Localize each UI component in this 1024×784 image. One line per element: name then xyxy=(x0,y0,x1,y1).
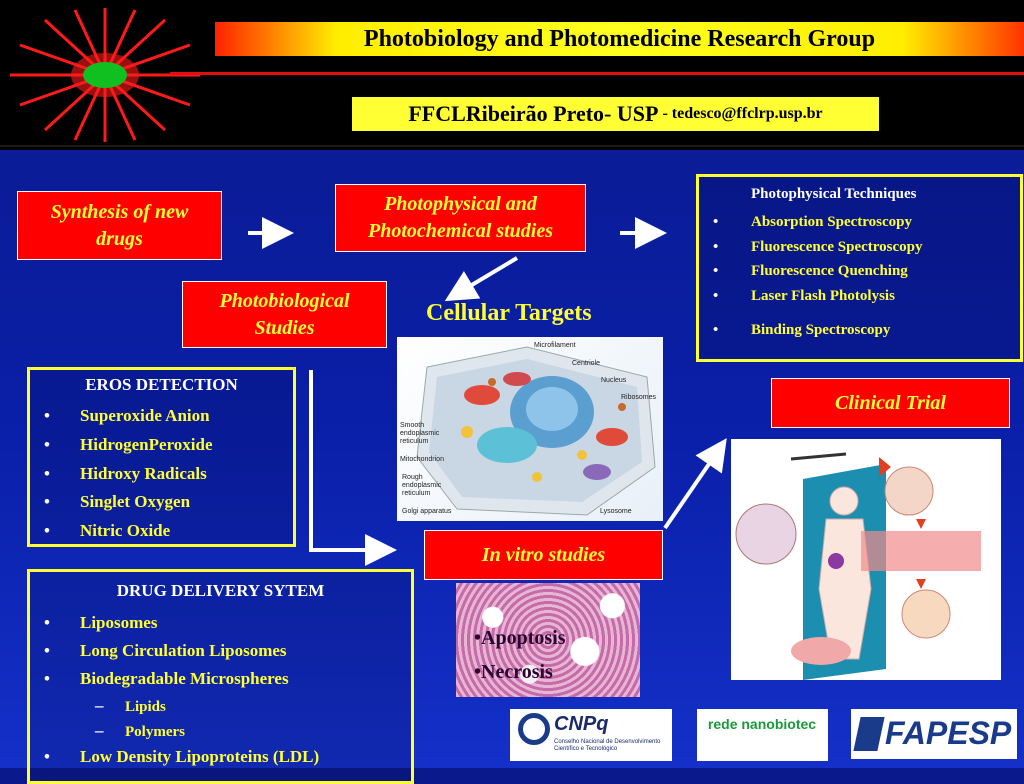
techniques-title: Photophysical Techniques xyxy=(751,186,917,202)
clinical-trial-illustration xyxy=(735,452,981,680)
cellular-targets-heading: Cellular Targets xyxy=(426,300,592,326)
header-line-top xyxy=(170,72,1024,75)
arrow-invitro-to-clinical xyxy=(663,438,727,530)
cnpq-logo-mark xyxy=(518,713,550,745)
drug-delivery-sub-label: Lipids xyxy=(125,699,166,715)
eros-label: Singlet Oxygen xyxy=(80,492,191,512)
technique-label: Fluorescence Spectroscopy xyxy=(751,238,923,255)
starburst-logo-icon xyxy=(10,8,200,142)
label-ribosomes: Ribosomes xyxy=(621,394,657,401)
bullet-icon: – xyxy=(95,696,104,715)
drug-delivery-sub-item: – Polymers xyxy=(30,718,411,743)
bullet-icon: – xyxy=(95,721,104,740)
eros-label: Nitric Oxide xyxy=(80,521,171,541)
technique-label: Fluorescence Quenching xyxy=(751,263,908,279)
technique-label: Binding Spectroscopy xyxy=(751,322,891,338)
eros-list: • Superoxide Anion • HidrogenPeroxide • Hidro… xyxy=(30,402,293,546)
drug-delivery-sub-label: Polymers xyxy=(125,724,185,740)
synthesis-box: Synthesis of new drugs xyxy=(17,191,222,260)
technique-item: • Fluorescence Quenching xyxy=(699,259,1019,284)
eros-label: Hidroxy Radicals xyxy=(80,463,207,483)
technique-item: • Laser Flash Photolysis xyxy=(699,284,1019,309)
techniques-list: • Absorption Spectroscopy • Fluorescence Sp… xyxy=(699,210,1019,343)
bullet-icon: • xyxy=(44,406,50,425)
bullet-icon: • xyxy=(44,641,50,660)
histology-image: •Apoptosis •Necrosis xyxy=(456,583,640,697)
eros-label: Superoxide Anion xyxy=(80,406,210,425)
cnpq-logo-text: CNPq xyxy=(554,713,609,735)
bullet-icon: • xyxy=(713,214,719,230)
technique-item: • Binding Spectroscopy xyxy=(699,318,1019,343)
label-microfilament: Microfilament xyxy=(534,342,576,349)
bullet-icon: • xyxy=(713,287,719,304)
eros-item: • Superoxide Anion xyxy=(30,402,293,431)
drug-delivery-label: Long Circulation Liposomes xyxy=(80,641,287,660)
bullet-icon: • xyxy=(44,521,50,541)
eros-item: • Hidroxy Radicals xyxy=(30,460,293,489)
label-mitochondrion: Mitochondrion xyxy=(400,456,444,463)
fapesp-logo-mark xyxy=(853,717,885,751)
arrow-photophysical-to-cell xyxy=(444,256,519,302)
cell-diagram: Microfilament Centriole Nucleus Ribosome… xyxy=(397,337,663,521)
technique-label: Absorption Spectroscopy xyxy=(751,214,912,230)
eros-panel: EROS DETECTION • Superoxide Anion • Hidroge… xyxy=(27,367,296,547)
drug-delivery-item: • Biodegradable Microspheres xyxy=(30,665,411,693)
label-centriole: Centriole xyxy=(572,360,601,367)
clinical-trial-box: Clinical Trial xyxy=(771,378,1010,428)
technique-item: • Absorption Spectroscopy xyxy=(699,210,1019,235)
drug-delivery-item: • Long Circulation Liposomes xyxy=(30,637,411,665)
eros-item: • HidrogenPeroxide xyxy=(30,431,293,460)
necrosis-label: •Necrosis xyxy=(474,661,553,683)
institution-name: FFCLRibeirão Preto- USP xyxy=(408,101,659,126)
label-rough-er: Rough endoplasmic reticulum xyxy=(402,474,442,497)
photophysical-box: Photophysical and Photochemical studies xyxy=(335,184,586,252)
histology-labels: •Apoptosis •Necrosis xyxy=(474,621,565,689)
technique-label: Laser Flash Photolysis xyxy=(751,287,895,304)
photobiological-box: Photobiological Studies xyxy=(182,281,387,348)
rede-nanobiotec-text: rede nanobiotec xyxy=(707,716,817,732)
clinical-illustration xyxy=(731,439,1001,680)
arrow-photobiological-to-invitro xyxy=(309,370,397,566)
contact-email: - tedesco@ffclrp.usp.br xyxy=(662,105,823,122)
label-smooth-er: Smooth endoplasmic reticulum xyxy=(400,422,440,445)
bullet-icon: • xyxy=(713,263,719,279)
institution-banner: FFCLRibeirão Preto- USP - tedesco@ffclrp… xyxy=(352,97,879,131)
bullet-icon: • xyxy=(44,747,50,766)
label-nucleus: Nucleus xyxy=(601,377,627,384)
drug-delivery-list: • Liposomes • Long Circulation Liposomes • Bi… xyxy=(30,609,411,771)
fapesp-logo-text: FAPESP xyxy=(885,715,1012,751)
technique-item: • Fluorescence Spectroscopy xyxy=(699,235,1019,260)
eros-item: • Singlet Oxygen xyxy=(30,488,293,517)
bullet-icon: • xyxy=(713,322,719,338)
drug-delivery-label: Low Density Lipoproteins (LDL) xyxy=(80,747,320,766)
rede-nanobiotec-logo: rede nanobiotec xyxy=(697,709,828,761)
drug-delivery-label: Liposomes xyxy=(80,613,158,632)
cnpq-logo-subtitle: Conselho Nacional de Desenvolvimento Cie… xyxy=(554,739,661,752)
bullet-icon: • xyxy=(44,434,50,454)
label-lysosome: Lysosome xyxy=(600,508,632,515)
bullet-icon: • xyxy=(44,463,50,483)
page-title: Photobiology and Photomedicine Research … xyxy=(215,22,1024,56)
drug-delivery-title: DRUG DELIVERY SYTEM xyxy=(116,581,325,600)
drug-delivery-label: Biodegradable Microspheres xyxy=(80,669,289,688)
fapesp-logo: FAPESP xyxy=(851,709,1017,759)
in-vitro-box: In vitro studies xyxy=(424,530,663,580)
techniques-panel: Photophysical Techniques • Absorption Spe… xyxy=(696,174,1023,362)
bullet-icon: • xyxy=(44,669,50,688)
bullet-icon: • xyxy=(44,492,50,512)
drug-delivery-panel: DRUG DELIVERY SYTEM • Liposomes • Long Circ… xyxy=(27,569,414,784)
cnpq-logo: CNPq Conselho Nacional de Desenvolviment… xyxy=(510,709,672,761)
header-line-bottom xyxy=(0,145,1024,147)
drug-delivery-sub-item: – Lipids xyxy=(30,693,411,718)
drug-delivery-item: • Low Density Lipoproteins (LDL) xyxy=(30,743,411,771)
apoptosis-label: •Apoptosis xyxy=(474,627,566,649)
eros-label: HidrogenPeroxide xyxy=(80,434,213,454)
eros-item: • Nitric Oxide xyxy=(30,517,293,546)
bullet-icon: • xyxy=(44,613,50,632)
bullet-icon: • xyxy=(713,238,719,255)
cell-illustration xyxy=(416,346,656,516)
drug-delivery-item: • Liposomes xyxy=(30,609,411,637)
label-golgi: Golgi apparatus xyxy=(402,508,452,515)
eros-title: EROS DETECTION xyxy=(85,375,238,394)
